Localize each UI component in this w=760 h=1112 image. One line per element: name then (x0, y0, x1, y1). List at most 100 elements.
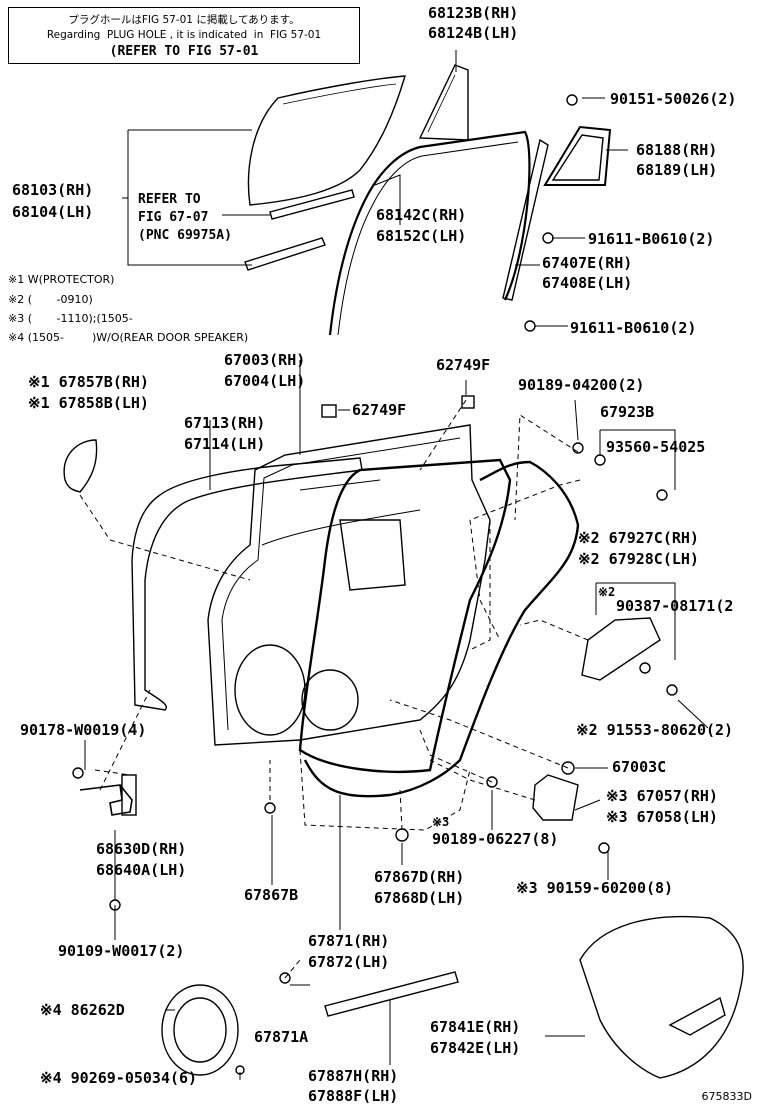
label-90387: 90387-08171(2 (616, 597, 734, 615)
bolt-91611a (542, 232, 554, 244)
hinge-body (121, 774, 137, 816)
bolt-91611b (524, 320, 536, 332)
screw-93560b (656, 489, 668, 501)
label-67058: ※3 67058(LH) (606, 808, 718, 826)
door-glass (247, 75, 406, 206)
label-67841E: 67841E(RH) (430, 1018, 521, 1036)
outer-door-panel (131, 457, 363, 711)
label-67858B: ※1 67858B(LH) (28, 394, 149, 412)
note-line-refer: (REFER TO FIG 57-01 (109, 44, 259, 59)
label-68104: 68104(LH) (12, 203, 94, 221)
label-90189-a: 90189-04200(2) (518, 376, 645, 394)
label-90189-b: 90189-06227(8) (432, 830, 559, 848)
note-line-jp: プラグホールはFIG 57-01 に掲載してあります。 (68, 14, 300, 26)
screw-90387 (639, 662, 651, 674)
run-channel (328, 130, 531, 336)
label-refer-to: REFER TO (138, 192, 201, 207)
label-67407E: 67407E(RH) (542, 254, 633, 272)
service-hole-cover (581, 617, 661, 681)
legend-1: ※1 W(PROTECTOR) (8, 273, 115, 286)
label-62749F-top: 62749F (436, 356, 491, 374)
label-67867B: 67867B (244, 886, 299, 904)
screw-90159 (598, 842, 610, 854)
label-68189: 68189(LH) (636, 161, 718, 179)
label-67927C: ※2 67927C(RH) (578, 529, 699, 547)
note-line-en: Regarding PLUG HOLE , it is indicated in… (46, 29, 322, 41)
belt-moulding (324, 971, 459, 1017)
label-67923B: 67923B (600, 403, 655, 421)
hinge (79, 784, 133, 816)
label-refer-fig: FIG 67-07 (138, 210, 209, 225)
label-90178: 90178-W0019(4) (20, 721, 147, 739)
label-90387-mark: ※2 (598, 585, 616, 599)
label-67003C: 67003C (612, 758, 667, 776)
door-speaker (161, 984, 239, 1076)
label-67871A: 67871A (254, 1028, 309, 1046)
label-90159: ※3 90159-60200(8) (516, 879, 674, 897)
label-90189-b-mark: ※3 (432, 815, 450, 829)
label-67114: 67114(LH) (184, 435, 266, 453)
leader-lines (84, 50, 709, 1080)
screw-90151 (566, 94, 578, 106)
label-62749F-mid: 62749F (352, 401, 407, 419)
division-bar (502, 138, 549, 301)
label-67928C: ※2 67928C(LH) (578, 550, 699, 568)
label-67842E: 67842E(LH) (430, 1039, 521, 1057)
label-68103: 68103(RH) (12, 181, 94, 199)
label-90151: 90151-50026(2) (610, 90, 737, 108)
label-67857B: ※1 67857B(RH) (28, 373, 149, 391)
legend-3: ※3 ( -1110);(1505- (8, 312, 133, 325)
door-glass-inner (282, 83, 397, 105)
dashed-leaders (79, 399, 589, 979)
clip-67871A (279, 972, 291, 984)
label-90269: ※4 90269-05034(6) (40, 1069, 198, 1087)
label-67887H: 67887H(RH) (308, 1067, 399, 1085)
label-91553: ※2 91553-80620(2) (576, 721, 734, 739)
clip-62749F-mid (321, 404, 337, 418)
quarter-frame (543, 125, 612, 186)
glass-channel-1 (244, 237, 326, 271)
legend-4: ※4 (1505- )W/O(REAR DOOR SPEAKER) (8, 331, 249, 344)
plug-67003C (561, 761, 575, 775)
label-67408E: 67408E(LH) (542, 274, 633, 292)
label-67057: ※3 67057(RH) (606, 787, 718, 805)
label-refer-pnc: (PNC 69975A) (138, 228, 232, 243)
door-inner-frame (207, 424, 491, 746)
clip-91553 (666, 684, 678, 696)
label-91611-b: 91611-B0610(2) (570, 319, 697, 337)
speaker-opening (234, 644, 306, 736)
glass-channel-2 (269, 189, 355, 220)
label-67004: 67004(LH) (224, 372, 306, 390)
label-68142C: 68142C(RH) (376, 206, 467, 224)
label-91611-a: 91611-B0610(2) (588, 230, 715, 248)
bolt-90178 (72, 767, 84, 779)
note-box: プラグホールはFIG 57-01 に掲載してあります。 Regarding PL… (8, 7, 360, 64)
quarter-glass (418, 64, 469, 141)
label-67871: 67871(RH) (308, 932, 390, 950)
label-93560: 93560-54025 (606, 438, 706, 456)
body-weatherstrip (303, 460, 580, 798)
label-67113: 67113(RH) (184, 414, 266, 432)
door-weatherstrip-primary (298, 458, 512, 773)
clip-67867D (395, 828, 409, 842)
legend-2: ※2 ( -0910) (8, 293, 93, 306)
label-67888F: 67888F(LH) (308, 1087, 399, 1105)
label-67868D: 67868D(LH) (374, 889, 465, 907)
label-68124B: 68124B(LH) (428, 24, 519, 42)
clip-93560 (594, 454, 606, 466)
clip-90189b (486, 776, 498, 788)
power-window-switch (532, 774, 579, 821)
label-67003: 67003(RH) (224, 351, 306, 369)
label-67867D: 67867D(RH) (374, 868, 465, 886)
clip-67867B (264, 802, 276, 814)
label-68640A: 68640A(LH) (96, 861, 187, 879)
label-90109: 90109-W0017(2) (58, 942, 185, 960)
clip-62749F-top (461, 395, 475, 409)
diagram-code: 675833D (701, 1090, 752, 1103)
door-trim-panel (579, 915, 744, 1079)
trim-handle-recess (668, 996, 726, 1036)
label-68630D: 68630D(RH) (96, 840, 187, 858)
label-86262D: ※4 86262D (40, 1001, 125, 1019)
